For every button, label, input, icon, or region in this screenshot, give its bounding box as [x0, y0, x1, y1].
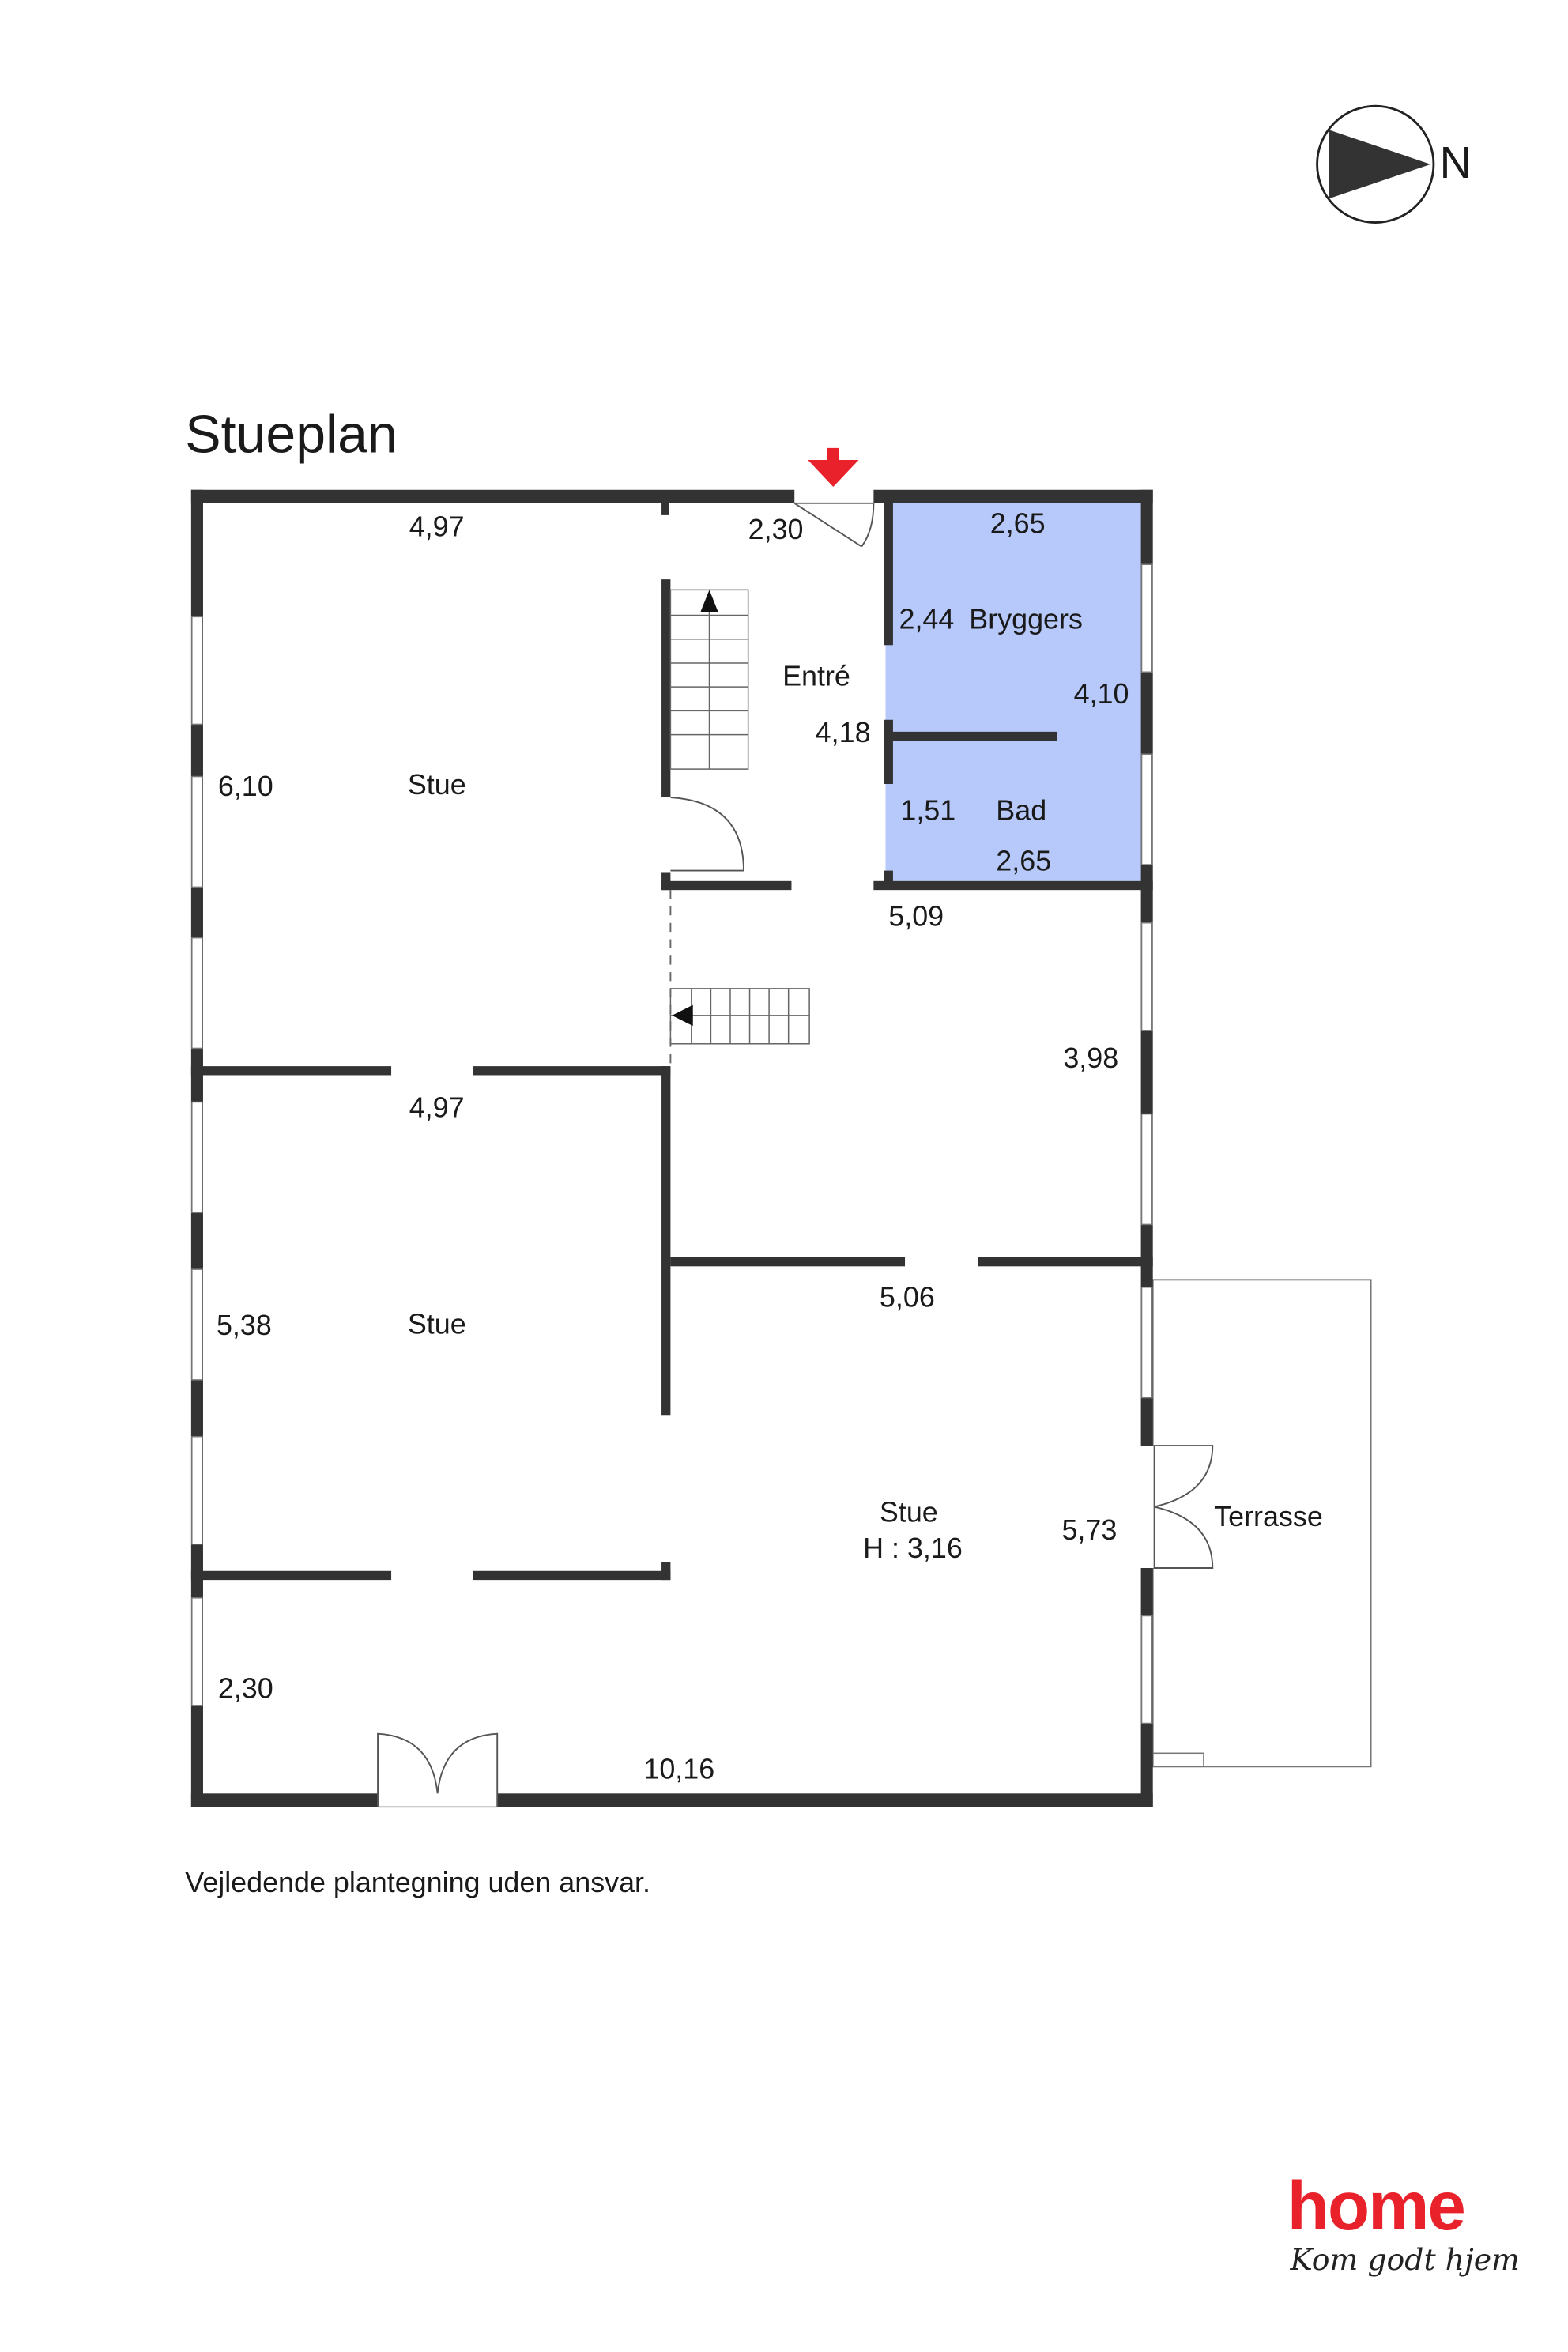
room-label-stue-2: Stue	[408, 1308, 466, 1340]
dim-stue3-top: 5,06	[880, 1281, 935, 1313]
compass: N	[1316, 104, 1472, 224]
dim-bryggers-right: 4,10	[1074, 678, 1129, 710]
wet-room-area	[885, 503, 1141, 881]
terrace-step	[1152, 1752, 1204, 1768]
dim-stue1-side: 6,10	[218, 771, 273, 802]
dim-bottom-total: 10,16	[643, 1753, 714, 1785]
compass-north-label: N	[1440, 138, 1472, 188]
stairs-down-arrow-icon	[672, 1004, 693, 1027]
logo-tagline: Kom godt hjem	[1290, 2242, 1520, 2277]
terrace-double-door[interactable]	[1153, 1445, 1214, 1569]
dim-bad-bottom: 2,65	[996, 846, 1051, 877]
home-logo[interactable]: home Kom godt hjem	[1287, 2168, 1520, 2277]
right-door-gap	[1139, 1446, 1155, 1568]
stairs-up	[669, 589, 749, 770]
room-label-stue-3: Stue	[880, 1496, 938, 1528]
dim-hall-bottom: 5,09	[888, 901, 944, 933]
stairs-down	[669, 988, 810, 1045]
room-label-bryggers: Bryggers	[969, 603, 1083, 635]
dim-bryggers-side: 2,44	[899, 603, 954, 635]
disclaimer: Vejledende plantegning uden ansvar.	[185, 1867, 650, 1898]
red-entry-arrow-icon	[808, 447, 859, 487]
dim-stue2-side: 5,38	[217, 1310, 272, 1341]
dim-bryggers-top: 2,65	[990, 508, 1046, 540]
dim-top-stue: 4,97	[409, 511, 465, 542]
dim-entre-side: 4,18	[816, 717, 871, 748]
dim-hall-right: 3,98	[1063, 1042, 1118, 1074]
interior-walls	[190, 503, 1153, 1581]
room-label-terrasse: Terrasse	[1214, 1501, 1323, 1532]
stair-door[interactable]	[670, 797, 744, 872]
bottom-double-door[interactable]	[377, 1732, 499, 1808]
room-label-stue-1: Stue	[408, 769, 466, 801]
stairs-up-arrow-icon	[700, 590, 718, 612]
room-label-entre: Entré	[782, 660, 850, 692]
logo-brand: home	[1287, 2168, 1464, 2245]
dim-entre-top: 2,30	[748, 514, 804, 545]
compass-arrow-icon	[1329, 130, 1431, 199]
dim-stue2-top: 4,97	[409, 1091, 465, 1123]
page-title: Stueplan	[185, 405, 398, 465]
dim-bad-side: 1,51	[900, 794, 956, 826]
room-label-bad: Bad	[996, 794, 1046, 826]
dim-bottom-left-side: 2,30	[218, 1672, 273, 1704]
room-height-stue-3: H : 3,16	[863, 1532, 963, 1564]
compass-circle	[1316, 104, 1435, 224]
entry-door[interactable]	[793, 502, 875, 548]
windows	[191, 564, 1153, 1724]
dim-stue3-right: 5,73	[1061, 1514, 1117, 1546]
